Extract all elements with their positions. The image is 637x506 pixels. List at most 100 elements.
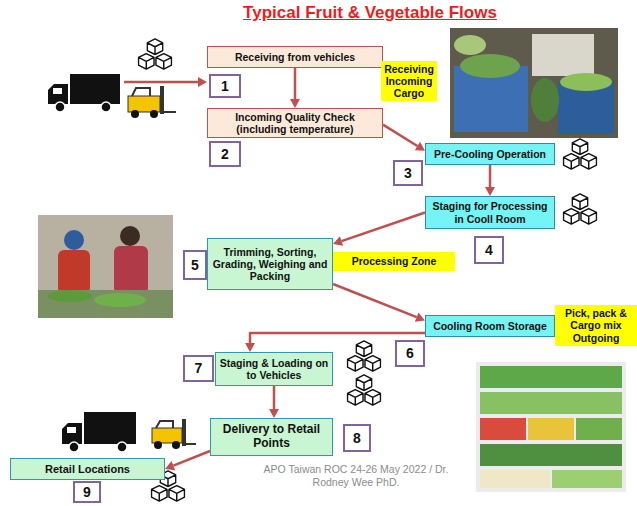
process-box: Staging & Loading on to Vehicles	[215, 352, 333, 386]
truck-icon	[48, 74, 120, 112]
vegetables	[454, 35, 486, 55]
callout-number: 5	[183, 250, 207, 280]
box-text: Incoming Quality Check (including temper…	[211, 111, 379, 135]
worker-body	[58, 250, 90, 294]
truck-wheel	[117, 442, 127, 452]
process-box: Receiving from vehicles	[207, 46, 383, 68]
callout-number: 7	[183, 355, 214, 382]
arrow-head	[415, 313, 425, 322]
produce-photo	[450, 28, 618, 138]
arrow-line	[333, 284, 417, 317]
forklift-wheel	[154, 441, 162, 449]
forklift-guard	[132, 88, 150, 96]
diagram-title: Typical Fruit & Vegetable Flows	[190, 3, 550, 23]
shelf-produce	[480, 470, 550, 488]
shelf-produce	[480, 444, 622, 466]
cargo-icon	[564, 139, 597, 169]
arrow-head	[485, 187, 495, 196]
box-text: Delivery to Retail Points	[214, 423, 329, 451]
arrow-head	[198, 77, 207, 87]
arrow-line	[294, 68, 297, 99]
forklift-wheel	[172, 441, 180, 449]
shelf-produce	[480, 366, 622, 388]
arrow-line	[342, 213, 425, 242]
forklift-guard	[156, 421, 173, 428]
box-text: Staging for Processing in Cooll Room	[429, 200, 551, 224]
callout-number: 1	[221, 78, 229, 94]
process-box: Retail Locations	[10, 458, 165, 480]
cargo-icon	[348, 341, 381, 371]
sorting-table	[38, 290, 173, 318]
process-box: Trimming, Sorting, Grading, Weighing and…	[207, 238, 333, 290]
callout-number: 3	[404, 165, 412, 181]
flow-arrow	[165, 451, 210, 470]
worker-body	[114, 246, 148, 294]
forklift-wheel	[150, 110, 158, 118]
box-text: Trimming, Sorting, Grading, Weighing and…	[211, 246, 329, 282]
truck-window	[67, 427, 76, 433]
cooling-box: Pre-Cooling Operation	[425, 143, 555, 165]
forklift-icon	[152, 419, 196, 449]
callout-number: 6	[406, 345, 414, 361]
worker-head	[64, 230, 84, 250]
forklift-wheel	[131, 110, 139, 118]
arrow-line	[173, 451, 210, 466]
cargo-icon	[348, 375, 381, 405]
arrow-line	[489, 165, 492, 187]
callout-number: 9	[83, 484, 91, 500]
cargo-icon	[139, 39, 172, 69]
crate	[532, 34, 594, 76]
vegetables	[48, 290, 92, 302]
zone-note: Processing Zone	[333, 252, 455, 271]
forklift-fork	[164, 111, 176, 113]
callout-number: 8	[353, 430, 361, 446]
callout-number: 3	[393, 160, 423, 186]
truck-body	[70, 74, 120, 104]
callout-number: 5	[191, 257, 199, 273]
callout-number: 9	[73, 481, 101, 503]
box-text: Retail Locations	[45, 463, 130, 476]
callout-number: 7	[195, 360, 203, 376]
process-box: Delivery to Retail Points	[210, 418, 333, 456]
callout-number: 2	[209, 141, 241, 167]
flow-arrow	[383, 125, 425, 151]
truck-body	[84, 412, 136, 444]
vegetables	[560, 73, 612, 91]
flow-arrow	[333, 284, 425, 322]
arrow-head	[333, 236, 343, 245]
process-box: Incoming Quality Check (including temper…	[207, 108, 383, 138]
arrow-head	[165, 461, 175, 470]
arrow-head	[415, 142, 425, 151]
truck-window	[53, 88, 62, 94]
inbound-arrow	[124, 77, 207, 87]
cooling-box: Cooling Room Storage	[425, 315, 555, 337]
forklift-icon	[128, 86, 176, 118]
forklift-body	[152, 428, 182, 443]
truck-icon	[62, 412, 136, 452]
arrow-line	[273, 386, 276, 409]
callout-number: 4	[474, 236, 504, 264]
flow-arrow	[333, 213, 425, 246]
photo-ground	[450, 28, 618, 138]
callout-number: 2	[221, 146, 229, 162]
arrow-head	[290, 99, 300, 108]
photo-ground	[38, 215, 173, 318]
callout-number: 1	[209, 74, 241, 98]
vegetables	[531, 78, 559, 122]
forklift-fork	[186, 443, 196, 445]
callout-number: 8	[343, 424, 371, 452]
flow-arrow	[269, 386, 279, 418]
workers-photo	[38, 215, 173, 318]
photo-ground	[476, 362, 626, 492]
cooling-box: Staging for Processing in Cooll Room	[425, 196, 555, 229]
shelf-produce	[480, 418, 526, 440]
credit-note: APO Taiwan ROC 24-26 May 2022 / Dr. Rodn…	[250, 463, 462, 489]
forklift-mast	[160, 86, 164, 114]
arrow-head	[245, 343, 255, 352]
box-text: Processing Zone	[352, 255, 437, 267]
truck-cab	[48, 84, 68, 104]
vegetables	[94, 293, 146, 307]
flow-arrow	[485, 165, 495, 196]
zone-note: Pick, pack & Cargo mix Outgoing	[555, 305, 637, 346]
shelves-photo	[476, 362, 626, 492]
